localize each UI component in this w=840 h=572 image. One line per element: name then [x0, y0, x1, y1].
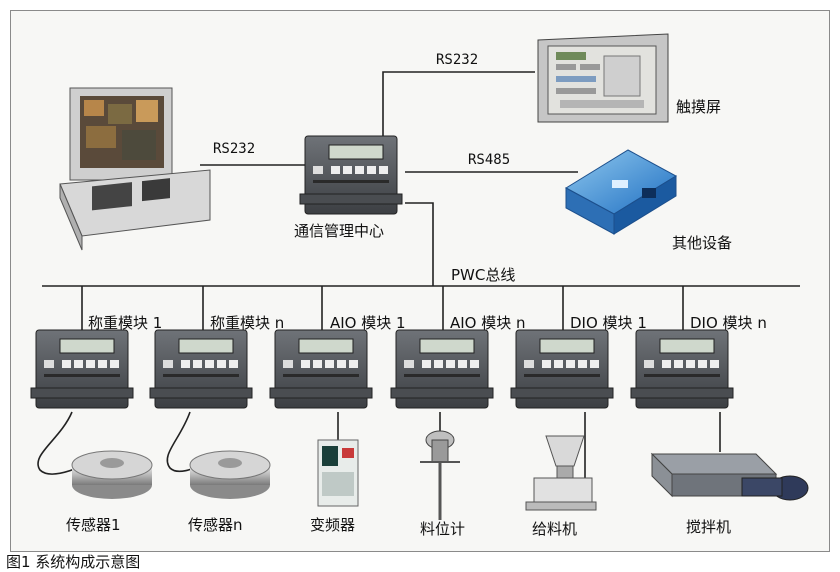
- field-modules: [31, 330, 733, 408]
- comm-center-module: [300, 136, 402, 214]
- pc-icon: [60, 88, 210, 250]
- rs485-label: RS485: [468, 152, 510, 168]
- touch-screen-label: 触摸屏: [676, 96, 721, 117]
- module-label: DIO 模块 1: [570, 312, 647, 333]
- figure-caption: 图1 系统构成示意图: [6, 551, 140, 572]
- other-devices-label: 其他设备: [672, 232, 732, 253]
- rs232-pc-label: RS232: [213, 141, 255, 157]
- rs232-touch-label: RS232: [436, 52, 478, 68]
- device-label: 传感器1: [66, 514, 121, 535]
- inverter-icon: [318, 440, 358, 506]
- converter-icon: [566, 150, 676, 234]
- device-label: 给料机: [532, 518, 577, 539]
- device-label: 搅拌机: [686, 516, 731, 537]
- device-label: 变频器: [310, 514, 355, 535]
- module-label: 称重模块 1: [88, 312, 162, 333]
- module-label: DIO 模块 n: [690, 312, 767, 333]
- level-meter-icon: [420, 431, 460, 520]
- module-label: 称重模块 n: [210, 312, 284, 333]
- module-label: AIO 模块 n: [450, 312, 526, 333]
- mixer-icon: [652, 454, 808, 500]
- device-label: 传感器n: [188, 514, 243, 535]
- bus-label: PWC总线: [451, 264, 515, 285]
- device-label: 料位计: [420, 518, 465, 539]
- comm-center-label: 通信管理中心: [294, 220, 384, 241]
- module-label: AIO 模块 1: [330, 312, 406, 333]
- load-cell-icons: [72, 451, 270, 499]
- touch-screen-icon: [538, 34, 668, 122]
